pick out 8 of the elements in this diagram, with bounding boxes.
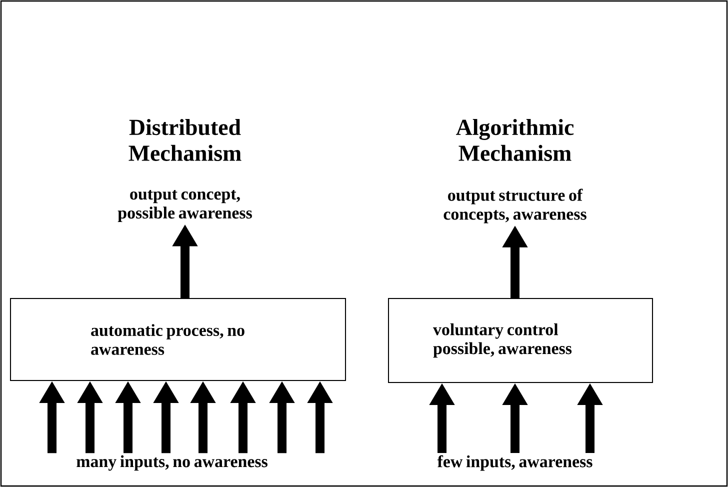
process-box: voluntary control possible, awareness [388,298,653,383]
text-label: few inputs, awareness [437,455,592,471]
text-label: output concept, possible awareness [118,190,252,222]
process-box: automatic process, no awareness [10,298,346,381]
heading: Algorithmic Mechanism [456,118,574,161]
text-label: output structure of concepts, awareness [444,188,586,224]
heading: Distributed Mechanism [128,118,242,161]
text-label: many inputs, no awareness [76,455,268,471]
